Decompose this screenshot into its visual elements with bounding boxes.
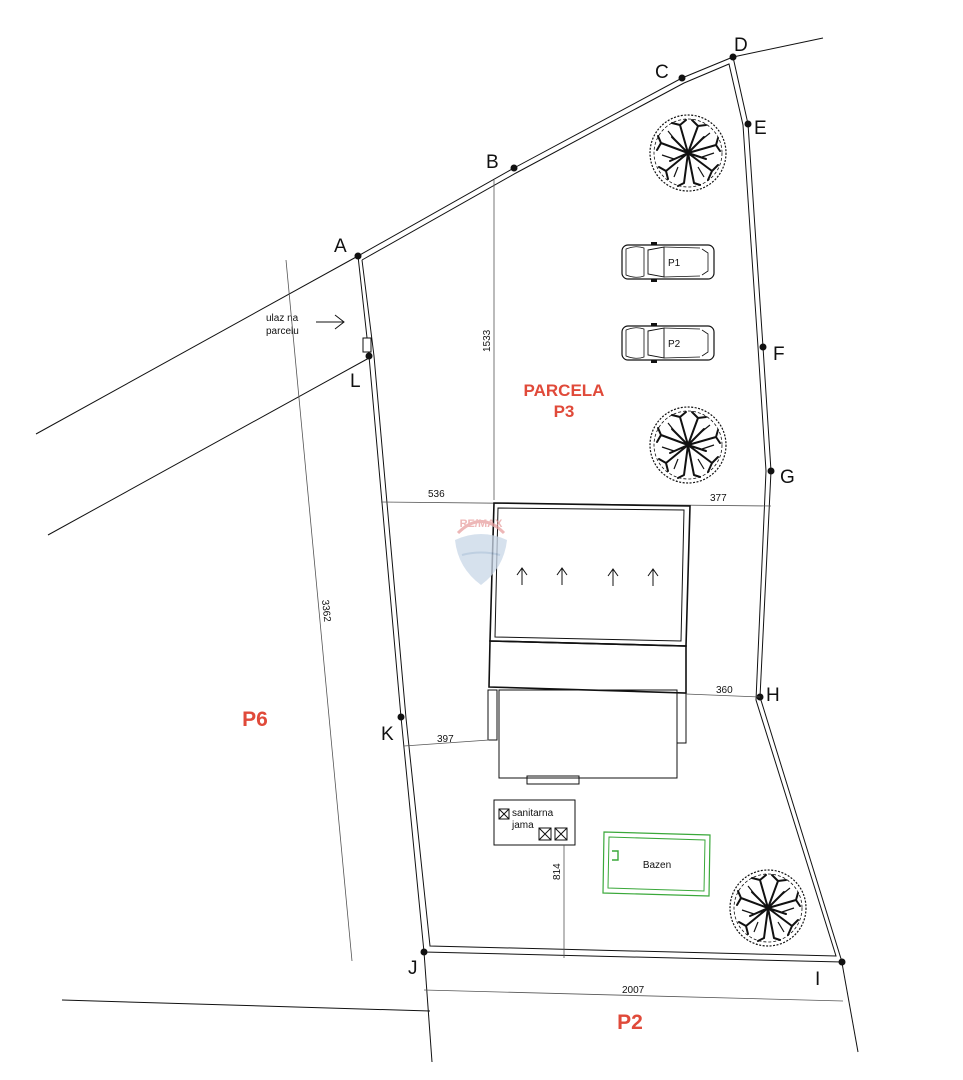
- road-line-lower: [47, 357, 370, 536]
- dimension-1533: 1533: [482, 329, 493, 352]
- parcel-label-p3-line1: PARCELA: [524, 381, 605, 400]
- dimension-814: 814: [552, 863, 563, 880]
- point-label-f: F: [773, 344, 785, 365]
- point-label-h: H: [766, 685, 780, 706]
- septic-chamber-icon: [538, 827, 552, 841]
- dimension-536: 536: [428, 489, 445, 500]
- watermark-text: RE/MAX: [460, 518, 503, 530]
- boundary-extension-right: [841, 962, 859, 1053]
- boundary-points: [354, 53, 846, 966]
- point-label-i: I: [815, 969, 820, 990]
- point-a-marker: [354, 252, 362, 260]
- point-label-l: L: [350, 371, 361, 392]
- dimension-397: 397: [437, 734, 454, 745]
- septic-label-line2: jama: [511, 820, 534, 831]
- terrace: [498, 689, 678, 779]
- roof-arrow-icons: [516, 567, 659, 586]
- boundary-extension-bottom: [423, 951, 433, 1063]
- gate-icon: [362, 337, 372, 353]
- road-line-bottom: [61, 999, 431, 1012]
- point-label-b: B: [486, 152, 499, 173]
- dimension-2007: 2007: [622, 985, 645, 996]
- septic-chamber-icon: [554, 827, 568, 841]
- point-c-marker: [678, 74, 686, 82]
- pool: Bazen: [602, 831, 711, 897]
- point-label-j: J: [408, 958, 418, 979]
- dimension-line-360: [685, 693, 761, 698]
- dimension-360: 360: [716, 685, 733, 696]
- septic-chamber-icon: [498, 808, 510, 820]
- entrance-label-line1: ulaz na: [266, 313, 299, 324]
- point-g-marker: [767, 467, 775, 475]
- entrance-label-line2: parcelu: [266, 326, 299, 337]
- point-k-marker: [397, 713, 405, 721]
- house: [487, 502, 691, 785]
- point-label-c: C: [655, 62, 669, 83]
- dimension-line-397: [403, 739, 490, 747]
- point-label-d: D: [734, 35, 748, 56]
- tree-icon-top: [649, 114, 727, 192]
- road-line-upper: [35, 255, 359, 435]
- dimension-line-3362: [285, 259, 353, 962]
- remax-watermark: RE/MAX: [455, 518, 507, 585]
- dimension-3362: 3362: [319, 599, 332, 623]
- point-label-e: E: [754, 118, 767, 139]
- pool-label: Bazen: [643, 860, 671, 871]
- parcel-label-p3-line2: P3: [554, 402, 575, 421]
- pool-ladder-icon: [612, 850, 619, 861]
- point-i-marker: [838, 958, 846, 966]
- point-e-marker: [744, 120, 752, 128]
- point-label-g: G: [780, 467, 795, 488]
- parking-space-p1: P1: [621, 241, 715, 283]
- parking-label-p2: P2: [668, 339, 681, 350]
- parking-label-p1: P1: [668, 258, 681, 269]
- septic-tank: sanitarna jama: [493, 799, 576, 846]
- dimension-line-2007: [423, 989, 844, 1002]
- tree-icon-bottom: [729, 869, 807, 947]
- point-f-marker: [759, 343, 767, 351]
- point-d-marker: [729, 53, 737, 61]
- boundary-extension-top: [732, 37, 824, 58]
- parking-space-p2: P2: [621, 322, 715, 364]
- point-l-marker: [365, 352, 373, 360]
- septic-label-line1: sanitarna: [512, 808, 554, 819]
- point-j-marker: [420, 948, 428, 956]
- parcel-label-p2: P2: [617, 1011, 643, 1034]
- point-label-a: A: [334, 236, 347, 257]
- parcel-label-p6: P6: [242, 708, 268, 731]
- tree-icon-middle: [649, 406, 727, 484]
- entrance-step: [526, 775, 580, 785]
- entrance-arrow-icon: [316, 314, 345, 330]
- point-b-marker: [510, 164, 518, 172]
- dimension-377: 377: [710, 493, 727, 504]
- point-label-k: K: [381, 724, 394, 745]
